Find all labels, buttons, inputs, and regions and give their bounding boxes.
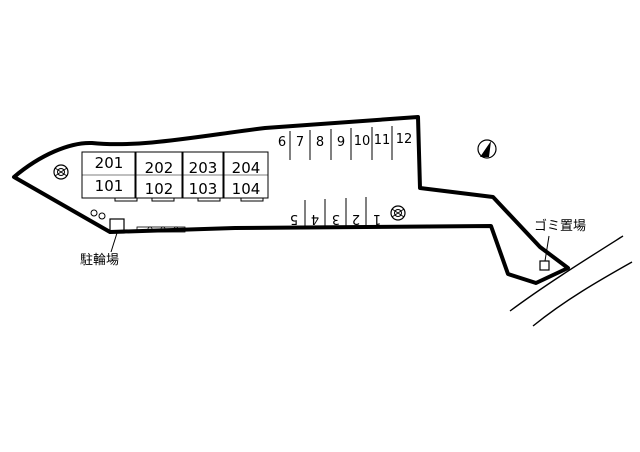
parking-slot-label: 3 [332,211,340,226]
parking-slot-label: 4 [311,211,319,226]
parking-slot-label: 2 [352,211,360,226]
unit-label: 201 [95,154,124,172]
entrance-step [197,197,221,202]
bicycle-parking-label: 駐輪場 [80,252,119,268]
north-arrow-icon [477,139,497,159]
parking-slot-label: 12 [396,132,413,147]
parking-slot-label: 7 [296,135,304,150]
unit-label: 203 [189,159,218,177]
unit-label: 102 [145,180,174,198]
parking-slot-label: 6 [278,135,286,150]
garbage-area-leader [544,235,550,262]
shrub-icon [90,209,106,220]
tree-icon [390,205,406,221]
road-edge-inner [509,235,624,312]
parking-slot-label: 8 [316,135,324,150]
road-edge-outer [532,261,633,327]
entrance-step [240,197,264,202]
tree-icon [53,164,69,180]
parking-slot-label: 1 [373,211,381,226]
parking-slot-label: 5 [290,211,298,226]
entrance-step [114,197,138,202]
parking-top-row: 6 7 8 9 10 11 12 [278,126,412,160]
garbage-area-label: ゴミ置場 [534,218,586,234]
unit-label: 101 [95,177,124,195]
parking-slot-label: 9 [337,135,345,150]
unit-label: 104 [232,180,261,198]
building: 201 202 203 204 101 102 103 104 [81,151,269,202]
unit-label: 202 [145,159,174,177]
entrance-step [151,197,175,202]
parking-bottom-row: 5 4 3 2 1 [290,197,381,228]
parking-slot-label: 11 [374,133,391,148]
garbage-area-box [539,260,550,271]
parking-slot-label: 10 [354,134,371,149]
property-boundary [12,115,570,285]
unit-label: 204 [232,159,261,177]
shrub-icon [136,226,186,233]
bicycle-parking-leader [110,232,118,253]
unit-label: 103 [189,180,218,198]
